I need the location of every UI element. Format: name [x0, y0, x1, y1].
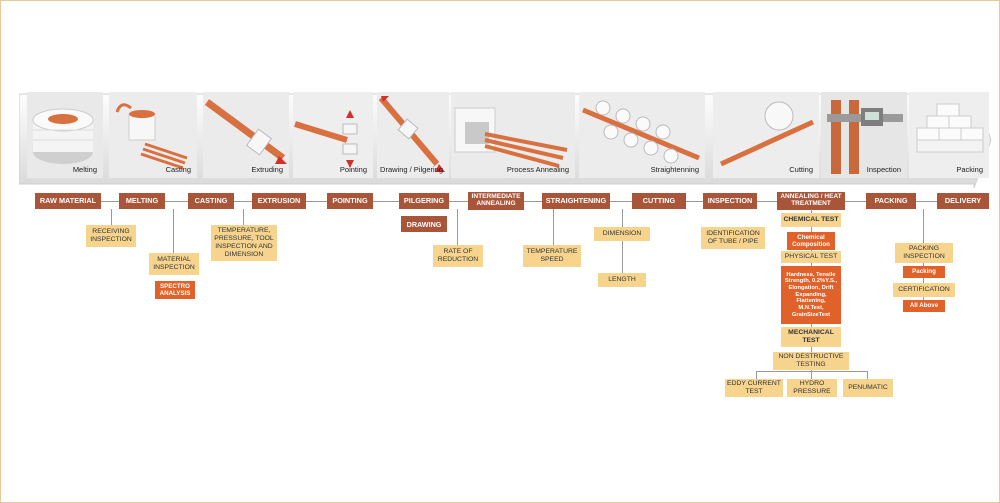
- note-length: LENGTH: [598, 273, 646, 287]
- connector: [867, 371, 868, 379]
- photo-caption: Packing: [956, 165, 983, 174]
- connector: [457, 209, 458, 245]
- note-temperature-pressure: TEMPERATURE, PRESSURE, TOOL INSPECTION A…: [211, 225, 277, 261]
- photo-packing: Packing: [909, 92, 989, 178]
- note-rate-of-reduction: RATE OF REDUCTION: [433, 245, 483, 267]
- stage-melting: MELTING: [119, 193, 165, 209]
- photo-casting: Casting: [109, 92, 197, 178]
- note-receiving-inspection: RECEIVING INSPECTION: [86, 225, 136, 247]
- connector: [923, 261, 924, 301]
- note-mechanical-test: MECHANICAL TEST: [781, 327, 841, 347]
- note-packing-inspection: PACKING INSPECTION: [895, 243, 953, 263]
- casting-icon: [109, 92, 197, 178]
- stage-pointing: POINTING: [327, 193, 373, 209]
- process-photo-strip: Melting Casting Extruding: [19, 92, 1000, 188]
- photo-caption: Melting: [72, 165, 97, 174]
- stage-connector-line: [101, 201, 981, 202]
- note-chemical-test: CHEMICAL TEST: [781, 213, 841, 227]
- note-physical-test: PHYSICAL TEST: [781, 251, 841, 263]
- stage-delivery: DELIVERY: [937, 193, 989, 209]
- note-penumatic: PENUMATIC: [843, 379, 893, 397]
- note-chemical-composition: Chemical Composition: [787, 232, 835, 250]
- photo-caption: Drawing / Pilgering: [380, 165, 443, 174]
- photo-caption: Pointing: [339, 165, 367, 174]
- note-hydro-pressure: HYDRO PRESSURE: [787, 379, 837, 397]
- photo-annealing: Process Annealing: [451, 92, 575, 178]
- photo-extruding: Extruding: [203, 92, 289, 178]
- pointing-icon: [293, 92, 373, 178]
- photo-drawing: Drawing / Pilgering: [377, 92, 449, 178]
- stage-packing: PACKING: [866, 193, 916, 209]
- stage-casting: CASTING: [188, 193, 234, 209]
- photo-caption: Extruding: [251, 165, 283, 174]
- photo-straightening: Straightenning: [579, 92, 705, 178]
- note-certification: CERTIFICATION: [893, 283, 955, 297]
- note-drawing: DRAWING: [401, 216, 447, 232]
- connector: [622, 209, 623, 273]
- connector: [173, 209, 174, 253]
- connector: [243, 209, 244, 225]
- photo-caption: Straightenning: [650, 165, 699, 174]
- photo-caption: Inspection: [866, 165, 901, 174]
- drawing-icon: [377, 92, 449, 178]
- stage-straightening: STRAIGHTENING: [542, 193, 610, 209]
- stage-pilgering: PILGERING: [399, 193, 449, 209]
- note-physical-details: Hardness, Tensile Strength, 0.2%Y.S., El…: [781, 266, 841, 324]
- stage-extrusion: EXTRUSION: [252, 193, 306, 209]
- melting-coil-icon: [27, 92, 103, 178]
- packing-boxes-icon: [909, 92, 989, 178]
- photo-caption: Process Annealing: [506, 165, 569, 174]
- note-identification: IDENTIFICATION OF TUBE / PIPE: [701, 227, 765, 249]
- connector: [111, 209, 112, 225]
- note-eddy-current: EDDY CURRENT TEST: [725, 379, 783, 397]
- note-all-above: All Above: [903, 300, 945, 312]
- connector: [553, 209, 554, 245]
- straightening-rollers-icon: [579, 92, 705, 178]
- photo-caption: Cutting: [789, 165, 813, 174]
- note-non-destructive-testing: NON DESTRUCTIVE TESTING: [773, 352, 849, 370]
- note-material-inspection: MATERIAL INSPECTION: [149, 253, 199, 275]
- annealing-furnace-icon: [451, 92, 575, 178]
- note-dimension: DIMENSION: [594, 227, 650, 241]
- connector: [756, 371, 868, 372]
- note-packing: Packing: [903, 266, 945, 278]
- photo-caption: Casting: [165, 165, 191, 174]
- connector: [923, 209, 924, 243]
- connector: [756, 371, 757, 379]
- photo-cutting: Cutting: [713, 92, 819, 178]
- stage-cutting: CUTTING: [632, 193, 686, 209]
- stage-inspection: INSPECTION: [703, 193, 757, 209]
- photo-melting: Melting: [27, 92, 103, 178]
- caliper-icon: [821, 92, 907, 178]
- photo-inspection: Inspection: [821, 92, 907, 178]
- stage-intermediate-annealing: INTERMEDIATE ANNEALING: [468, 192, 524, 210]
- stage-raw-material: RAW MATERIAL: [35, 193, 101, 209]
- cutting-icon: [713, 92, 819, 178]
- extruding-icon: [203, 92, 289, 178]
- note-temperature-speed: TEMPERATURE SPEED: [523, 245, 581, 267]
- stage-annealing-heat-treatment: ANNEALING / HEAT TREATMENT: [777, 192, 845, 210]
- note-spectro-analysis: SPECTRO ANALYSIS: [155, 281, 195, 299]
- photo-pointing: Pointing: [293, 92, 373, 178]
